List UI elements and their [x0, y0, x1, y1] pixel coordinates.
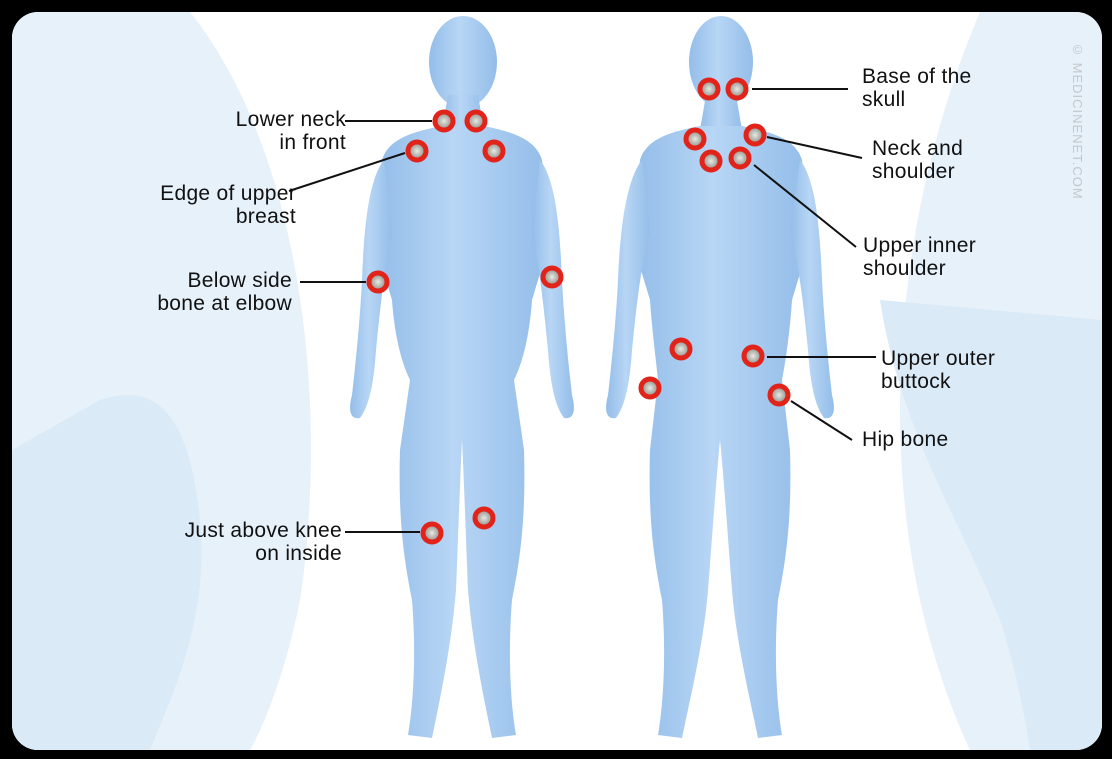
- diagram-panel: Lower neck in front Edge of upper breast…: [12, 12, 1102, 750]
- label-neck-and-shoulder: Neck and shoulder: [872, 137, 963, 183]
- point-back-buttock-left: [672, 340, 690, 358]
- point-back-skull-left: [700, 80, 718, 98]
- point-back-buttock-right: [744, 347, 762, 365]
- point-back-neck-shoulder-right: [746, 126, 764, 144]
- point-front-elbow-right: [543, 268, 561, 286]
- label-upper-breast: Edge of upper breast: [52, 182, 296, 228]
- point-back-inner-shoulder-left: [702, 152, 720, 170]
- point-back-neck-shoulder-left: [686, 130, 704, 148]
- point-front-upper-breast-left: [408, 142, 426, 160]
- point-front-upper-breast-right: [485, 142, 503, 160]
- point-back-inner-shoulder-right: [731, 149, 749, 167]
- point-front-knee-right: [475, 509, 493, 527]
- point-front-lower-neck-left: [435, 112, 453, 130]
- point-front-knee-left: [423, 524, 441, 542]
- point-back-hip-left: [641, 379, 659, 397]
- point-front-lower-neck-right: [467, 112, 485, 130]
- front-figure: [350, 16, 574, 738]
- point-back-hip-right: [770, 386, 788, 404]
- label-upper-inner-shoulder: Upper inner shoulder: [863, 234, 976, 280]
- label-base-of-skull: Base of the skull: [862, 65, 972, 111]
- label-elbow: Below side bone at elbow: [52, 269, 292, 315]
- label-knee: Just above knee on inside: [52, 519, 342, 565]
- back-figure: [606, 16, 834, 738]
- point-front-elbow-left: [369, 273, 387, 291]
- label-upper-outer-buttock: Upper outer buttock: [881, 347, 995, 393]
- copyright-watermark: © MEDICINENET.COM: [1070, 42, 1085, 200]
- label-lower-neck: Lower neck in front: [132, 108, 346, 154]
- point-back-skull-right: [728, 80, 746, 98]
- label-hip-bone: Hip bone: [862, 428, 948, 451]
